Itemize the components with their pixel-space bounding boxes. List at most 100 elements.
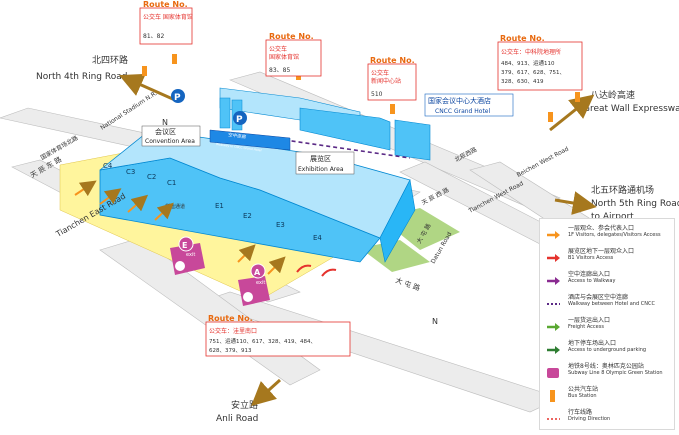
callout-top-left: Route No. 公交车 国家体育馆 81、82 (139, 0, 193, 45)
exhibition-area-zh: 展览区 (310, 154, 331, 163)
callout-bottom: Route No. 公交车：洼里南口 751、运通110、617、328、419… (205, 314, 351, 357)
svg-text:379、617、628、751、: 379、617、628、751、 (501, 70, 565, 76)
convention-area-zh: 会议区 (155, 127, 176, 136)
legend-en: Subway Line 8 Olympic Green Station (568, 370, 663, 376)
legend-zh: 展览区地下一层观众入口 (568, 248, 635, 255)
hall-label: E2 (243, 212, 252, 220)
svg-text:83、85: 83、85 (269, 67, 290, 74)
subway-icon (243, 292, 253, 302)
hall-label: E3 (276, 221, 285, 229)
north-marker: N (432, 317, 438, 326)
svg-text:510: 510 (371, 91, 383, 98)
parking-icon (233, 111, 247, 125)
driving-direction-icon (546, 410, 560, 422)
hotel-en: CNCC Grand Hotel (435, 108, 491, 115)
legend-en: 1F Visitors, delegates/Visitors Access (568, 232, 661, 238)
bus-stop-icon (390, 104, 395, 114)
legend-zh: 空中连廊出入口 (568, 271, 611, 278)
legend-zh: 公共汽车站 (568, 386, 599, 393)
bus-stop-icon (548, 112, 553, 122)
svg-text:Route No.: Route No. (269, 32, 314, 41)
exhibition-area-box (295, 151, 355, 175)
svg-text:E: E (182, 241, 187, 250)
orange-arrow-icon (546, 226, 560, 239)
svg-text:公交车：中科院地理所: 公交车：中科院地理所 (501, 48, 561, 56)
arrow-north4 (119, 73, 176, 102)
bus-stop-icon (142, 66, 147, 76)
svg-text:公交车 国家体育馆: 公交车 国家体育馆 (143, 13, 193, 21)
walkway-bridge (209, 129, 291, 151)
subway-icon (546, 364, 560, 378)
legend-panel: 一层观众、参会代表入口 1F Visitors, delegates/Visit… (539, 218, 675, 430)
hall-label: C1 (167, 179, 176, 187)
svg-text:A: A (254, 268, 261, 277)
svg-text:P: P (236, 115, 243, 125)
hall-label: E4 (313, 234, 322, 242)
road-label-national-stadium-n: National Stadium N.R. (99, 90, 158, 132)
svg-text:公交车：洼里南口: 公交车：洼里南口 (209, 327, 257, 335)
svg-text:751、运通110、617、328、419、484、: 751、运通110、617、328、419、484、 (209, 337, 316, 345)
bus-stop-icon (172, 54, 177, 64)
legend-en: Access to underground parking (568, 347, 647, 353)
red-arrow-icon (546, 249, 560, 262)
bus-stop-icon (575, 92, 580, 102)
callout-convention-bus: Route No. 公交车 新闻中心站 510 (367, 56, 417, 101)
svg-text:628、379、913: 628、379、913 (209, 348, 252, 354)
purple-arrow-icon (546, 272, 560, 285)
svg-text:328、630、419: 328、630、419 (501, 79, 544, 85)
legend-en: Access to Walkway (568, 278, 616, 284)
legend-en: Walkway between Hotel and CNCC (568, 301, 655, 307)
parking-icons[interactable]: P P (171, 89, 247, 125)
north-marker: N (162, 118, 168, 127)
legend-zh: 行车线路 (568, 409, 593, 416)
road-label-north4-en: North 4th Ring Road (36, 72, 127, 82)
hall-label: C2 (147, 173, 156, 181)
walkway-dash-icon (546, 295, 560, 307)
bus-stop-icon (546, 387, 560, 402)
svg-text:P: P (174, 93, 181, 103)
subway-icon (175, 261, 185, 271)
legend-zh: 一层观众、参会代表入口 (568, 225, 635, 232)
dark-green-arrow-icon (546, 341, 560, 354)
svg-text:Route No.: Route No. (143, 0, 188, 9)
svg-text:exit: exit (256, 280, 265, 286)
legend-zh: 酒店与会展区空中连廊 (568, 294, 629, 301)
svg-text:公交车: 公交车 (269, 45, 287, 53)
svg-text:exit: exit (186, 252, 195, 258)
loading-label: 货运通道 (165, 203, 185, 210)
road-label-north5-en1: North 5th Ring Road (591, 199, 679, 209)
b1-arrows (296, 264, 337, 277)
road-label-badaling-en: Great Wall Expressway (583, 104, 679, 114)
hall-label: C3 (126, 168, 135, 176)
arrow-badaling (549, 94, 595, 132)
road-label-north4-zh: 北四环路 (92, 54, 128, 66)
svg-text:公交车: 公交车 (371, 69, 389, 77)
bridge-en: Walkway to CNCC Grand Hotel (216, 142, 262, 152)
svg-text:国家体育馆: 国家体育馆 (269, 53, 299, 61)
legend-en: Bus Station (568, 393, 597, 399)
road-label-datun-zh-lower: 大 屯 路 (394, 275, 421, 292)
convention-area-box (141, 125, 201, 147)
road-label-badaling-zh: 八达岭高速 (590, 89, 635, 101)
callout-top-right: Route No. 公交车：中科院地理所 484、913、运通110 379、6… (497, 34, 583, 91)
svg-text:Route No.: Route No. (370, 56, 415, 65)
legend-zh: 地下停车场出入口 (568, 340, 617, 347)
road-label-north5-en2: to Airport (591, 212, 634, 222)
subway-exit-a[interactable]: A exit (238, 263, 270, 306)
legend-zh: 一层货运出入口 (568, 317, 611, 324)
svg-text:484、913、运通110: 484、913、运通110 (501, 59, 555, 67)
building-right-side (379, 179, 416, 263)
exhibition-area-en: Exhibition Area (298, 166, 344, 173)
road-label-anli-zh: 安立路 (231, 399, 258, 411)
arrow-anli (251, 378, 282, 407)
road-label-anli-en: Anli Road (216, 414, 258, 424)
hall-label: C4 (103, 162, 113, 170)
callout-top-mid: Route No. 公交车 国家体育馆 83、85 (265, 32, 322, 77)
bridge-text: 空中连廊 (228, 131, 247, 141)
hotel-zh: 国家会议中心大酒店 (428, 96, 491, 105)
svg-text:Route No.: Route No. (208, 314, 253, 323)
road-direction-arrows (119, 73, 597, 407)
hall-labels: C4 C3 C2 C1 E1 E2 E3 E4 (103, 162, 322, 242)
subway-exit-e[interactable]: E exit (170, 236, 205, 275)
